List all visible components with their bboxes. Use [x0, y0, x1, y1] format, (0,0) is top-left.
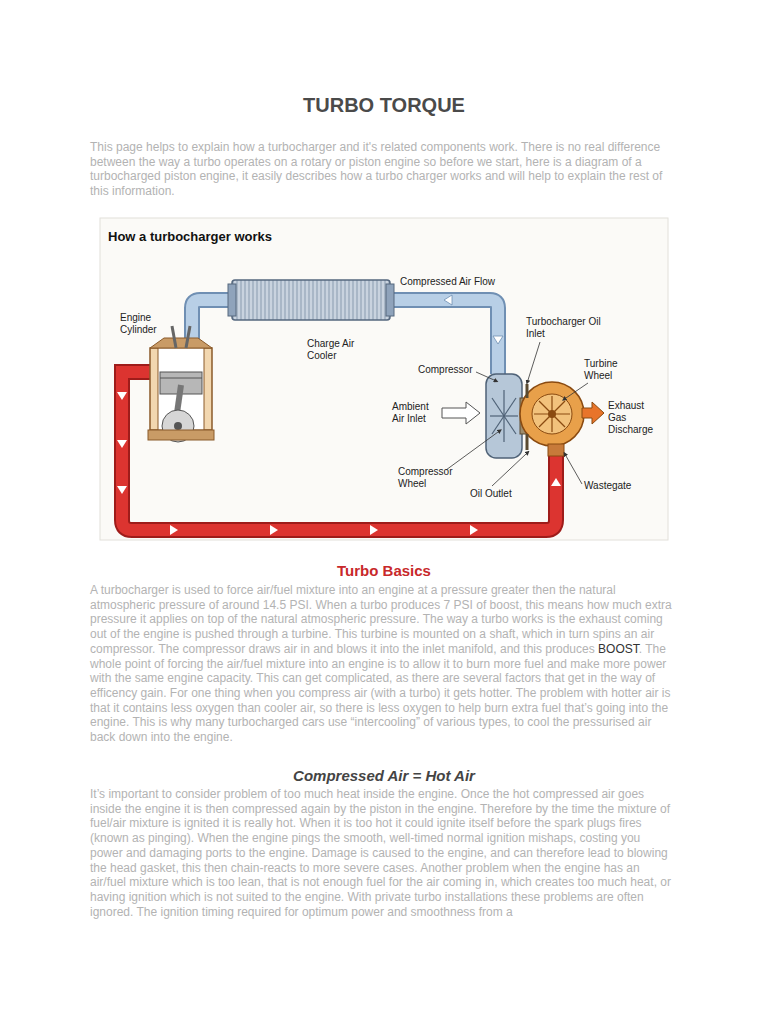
flow-arrow [493, 336, 503, 344]
turbocharger [486, 374, 584, 458]
page-title: TURBO TORQUE [0, 94, 768, 117]
part-label: Turbine Wheel [584, 358, 630, 382]
part-label: Compressed Air Flow [400, 276, 510, 288]
diagram-title: How a turbocharger works [108, 229, 328, 244]
emphasis-word: BOOST [598, 642, 639, 656]
part-label: Compressor Wheel [398, 466, 454, 490]
paragraph-text: A turbocharger is used to force air/fuel… [90, 583, 672, 656]
part-label: Exhaust Gas Discharge [608, 400, 658, 436]
intro-paragraph: This page helps to explain how a turboch… [90, 140, 676, 199]
body-paragraph: It’s important to consider problem of to… [90, 787, 676, 919]
section-heading: Turbo Basics [0, 562, 768, 579]
part-label: Wastegate [584, 480, 644, 492]
body-paragraph: A turbocharger is used to force air/fuel… [90, 583, 676, 745]
exhaust-arrow [582, 402, 604, 424]
part-label: Ambient Air Inlet [392, 401, 438, 425]
part-label: Compressor [418, 364, 478, 376]
leader-lines [446, 342, 588, 486]
paragraph-text: . The whole point of forcing the air/fue… [90, 642, 671, 744]
air-inlet-arrow [442, 402, 480, 424]
part-label: Engine Cylinder [120, 312, 166, 336]
part-label: Oil Outlet [470, 488, 526, 500]
diagram-panel [100, 218, 668, 540]
charge-air-cooler [232, 280, 390, 320]
part-label: Turbocharger Oil Inlet [526, 316, 604, 340]
engine-cylinder [148, 326, 214, 442]
flow-arrow [444, 295, 452, 305]
part-label: Charge Air Cooler [307, 338, 359, 362]
section-heading: Compressed Air = Hot Air [0, 767, 768, 784]
